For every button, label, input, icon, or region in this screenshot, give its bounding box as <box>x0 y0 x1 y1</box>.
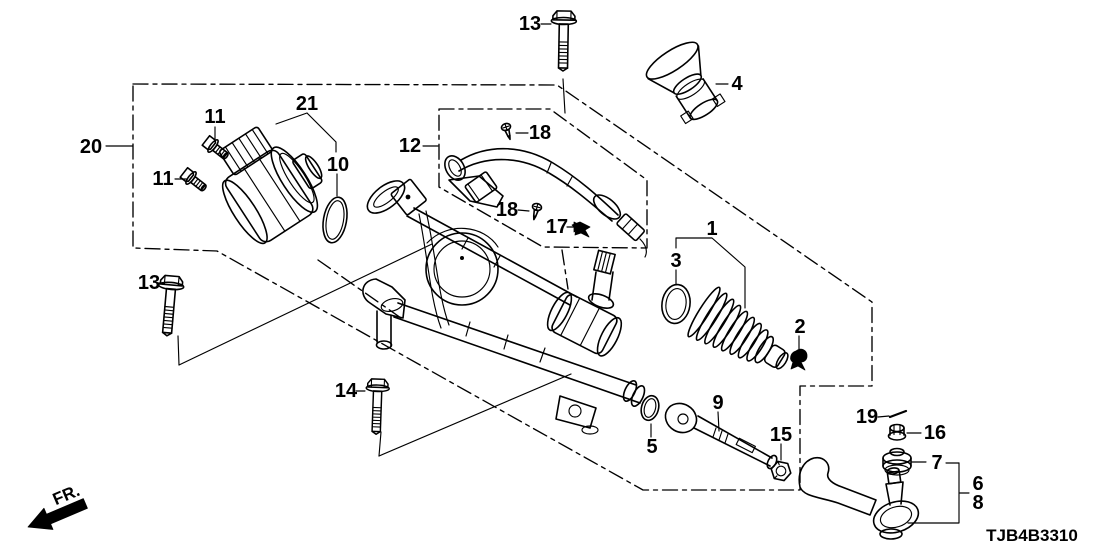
callout-label-1-13[interactable]: 1 <box>706 218 717 240</box>
eps-motor-unit <box>219 126 323 245</box>
callout-label-3-14[interactable]: 3 <box>670 250 681 272</box>
rack-tube <box>393 302 641 404</box>
tie-rod-end-6-8 <box>798 456 920 540</box>
callout-label-4-10[interactable]: 4 <box>731 73 743 95</box>
callout-label-5-16[interactable]: 5 <box>646 436 657 458</box>
mount-bolt-14 <box>363 377 391 436</box>
callout-label-18-8[interactable]: 18 <box>496 199 518 221</box>
harness-screw-18a <box>499 121 516 142</box>
callout-label-2-15[interactable]: 2 <box>794 316 805 338</box>
diagram-code: TJB4B3310 <box>986 526 1078 545</box>
leader-lines <box>105 23 970 524</box>
bottom-mount-bracket <box>555 395 597 429</box>
lock-nut-15 <box>770 460 792 482</box>
callout-label-19-19[interactable]: 19 <box>856 406 878 428</box>
callout-label-9-17[interactable]: 9 <box>712 392 723 414</box>
motor-rib-block <box>219 126 273 176</box>
column-grommet-cover <box>645 41 726 125</box>
o-ring-5 <box>640 394 660 422</box>
harness-assembly <box>444 147 647 258</box>
callout-label-20-0[interactable]: 20 <box>80 136 102 158</box>
harness-cable <box>460 147 619 216</box>
callout-label-6-22[interactable]: 6 <box>972 473 983 495</box>
callout-label-11-3[interactable]: 11 <box>152 168 173 190</box>
pinion-spline <box>593 249 616 275</box>
callout-label-10-4[interactable]: 10 <box>327 154 349 176</box>
pointer-14 <box>378 373 572 457</box>
left-mount-bracket <box>362 278 406 319</box>
callout-label-15-18[interactable]: 15 <box>770 424 792 446</box>
callout-label-16-20[interactable]: 16 <box>924 422 946 444</box>
steering-boot-1 <box>687 286 789 370</box>
harness-wires <box>418 210 450 329</box>
callout-label-11-2[interactable]: 11 <box>204 106 225 128</box>
castle-nut-16 <box>887 423 907 441</box>
valve-housing <box>546 291 623 357</box>
o-ring-10 <box>322 196 348 244</box>
callout-label-13-11[interactable]: 13 <box>138 272 160 294</box>
harness-screw-18b <box>528 201 544 222</box>
leader-19 <box>877 415 890 418</box>
leader-7 <box>911 461 960 464</box>
leader-13a <box>540 23 566 114</box>
callout-label-18-7[interactable]: 18 <box>529 122 551 144</box>
gearbox-assembly <box>362 178 646 435</box>
callout-label-13-6[interactable]: 13 <box>519 13 541 35</box>
harness-clip-17 <box>571 221 591 238</box>
callout-label-12-5[interactable]: 12 <box>399 135 421 157</box>
group-20-boundary <box>132 83 873 491</box>
group-12-boundary <box>438 108 648 249</box>
motor-bolt-11b <box>178 165 211 196</box>
callout-label-14-12[interactable]: 14 <box>335 380 358 402</box>
bracket-1 <box>675 237 746 309</box>
fr-direction: FR. <box>27 481 88 530</box>
bracket-6-8 <box>907 462 970 524</box>
callout-label-7-21[interactable]: 7 <box>931 452 942 474</box>
callout-label-8-23[interactable]: 8 <box>972 492 983 514</box>
fr-arrow-icon <box>27 498 88 530</box>
background-chain-accent <box>317 259 402 319</box>
harness-mount-chain-leader <box>561 249 569 290</box>
callout-label-17-9[interactable]: 17 <box>546 216 568 238</box>
cotter-pin-19 <box>888 409 908 419</box>
gear-housing-ring <box>425 232 499 306</box>
boot-clamp-2 <box>790 348 808 371</box>
leader-14 <box>355 390 382 457</box>
snap-ring-3 <box>661 283 691 325</box>
leader-18b <box>517 209 530 212</box>
mount-bolt-13a <box>549 9 578 73</box>
bracket-21 <box>275 112 337 153</box>
callout-label-21-1[interactable]: 21 <box>296 93 318 115</box>
pointer-13b <box>178 243 433 366</box>
